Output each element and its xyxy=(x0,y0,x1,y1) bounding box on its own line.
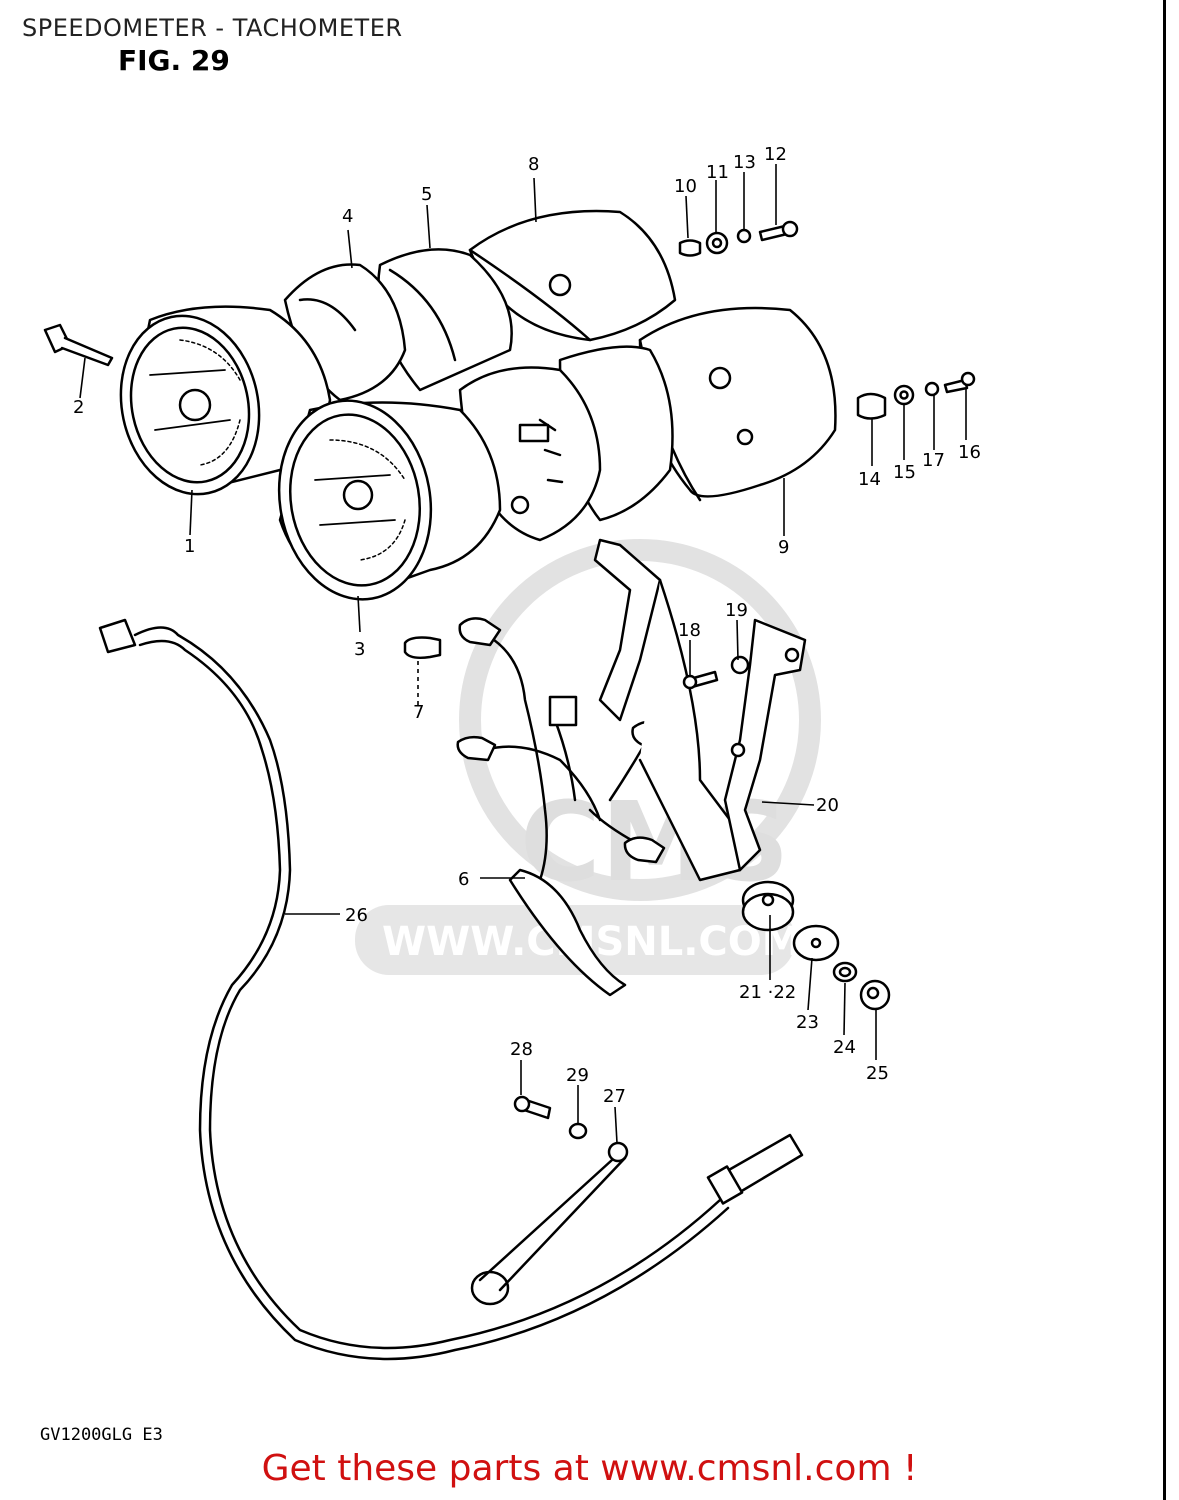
callout-10: 10 xyxy=(674,176,697,197)
part-11-collar xyxy=(705,231,729,255)
callout-4: 4 xyxy=(342,206,353,227)
callout-2: 2 xyxy=(73,397,84,418)
part-12-screw xyxy=(758,220,799,242)
callout-19: 19 xyxy=(725,600,748,621)
callout-12: 12 xyxy=(764,144,787,165)
callout-15: 15 xyxy=(893,462,916,483)
meter-bracket xyxy=(593,538,752,882)
callout-26: 26 xyxy=(345,905,368,926)
part-1-speedometer xyxy=(119,305,332,496)
part-16-screw xyxy=(943,371,976,394)
parts-store-link[interactable]: Get these parts at www.cmsnl.com ! xyxy=(261,1448,918,1489)
callout-18: 18 xyxy=(678,620,701,641)
part-20-stay xyxy=(723,618,807,872)
part-24-washer xyxy=(832,961,858,983)
part-7-bulb xyxy=(403,636,442,660)
callout-17: 17 xyxy=(922,450,945,471)
callout-1: 1 xyxy=(184,536,195,557)
callout-5: 5 xyxy=(421,184,432,205)
watermark-logo-ring xyxy=(459,539,821,901)
part-3-tachometer xyxy=(277,399,502,601)
callout-numbers: 1 2 3 4 5 6 7 8 9 10 11 13 12 14 15 17 1… xyxy=(73,144,981,1107)
part-21-22-cushion xyxy=(741,880,795,932)
callout-7: 7 xyxy=(413,702,424,723)
part-23-washer xyxy=(792,924,840,962)
part-19-washer xyxy=(730,655,750,675)
callout-16: 16 xyxy=(958,442,981,463)
part-26-speedometer-cable xyxy=(98,618,804,1361)
part-2-reset-knob xyxy=(43,323,114,367)
callout-8: 8 xyxy=(528,154,539,175)
part-29-washer xyxy=(568,1122,588,1140)
callout-24: 24 xyxy=(833,1037,856,1058)
page-title: SPEEDOMETER - TACHOMETER xyxy=(22,14,403,42)
part-14-grommet xyxy=(856,392,887,420)
callout-27: 27 xyxy=(603,1086,626,1107)
callout-29: 29 xyxy=(566,1065,589,1086)
part-28-bolt xyxy=(513,1095,552,1120)
callout-3: 3 xyxy=(354,639,365,660)
model-code: GV1200GLG E3 xyxy=(40,1425,163,1445)
part-17-washer xyxy=(924,381,940,397)
callout-28: 28 xyxy=(510,1039,533,1060)
callout-23: 23 xyxy=(796,1012,819,1033)
part-25-nut xyxy=(859,979,891,1011)
callout-21-22: 21 ·22 xyxy=(739,982,796,1003)
callout-9: 9 xyxy=(778,537,789,558)
part-10-grommet xyxy=(678,239,702,257)
callout-20: 20 xyxy=(816,795,839,816)
callout-13: 13 xyxy=(733,152,756,173)
figure-label: FIG. 29 xyxy=(118,44,230,77)
callout-6: 6 xyxy=(458,869,469,890)
part-18-screw xyxy=(682,670,719,690)
callout-11: 11 xyxy=(706,162,729,183)
part-15-collar xyxy=(893,384,915,406)
part-13-washer xyxy=(736,228,752,244)
callout-25: 25 xyxy=(866,1063,889,1084)
callout-14: 14 xyxy=(858,469,881,490)
leader-lines xyxy=(79,164,967,1144)
part-27-wire-clip xyxy=(470,1141,629,1306)
page-border xyxy=(1163,0,1166,1500)
